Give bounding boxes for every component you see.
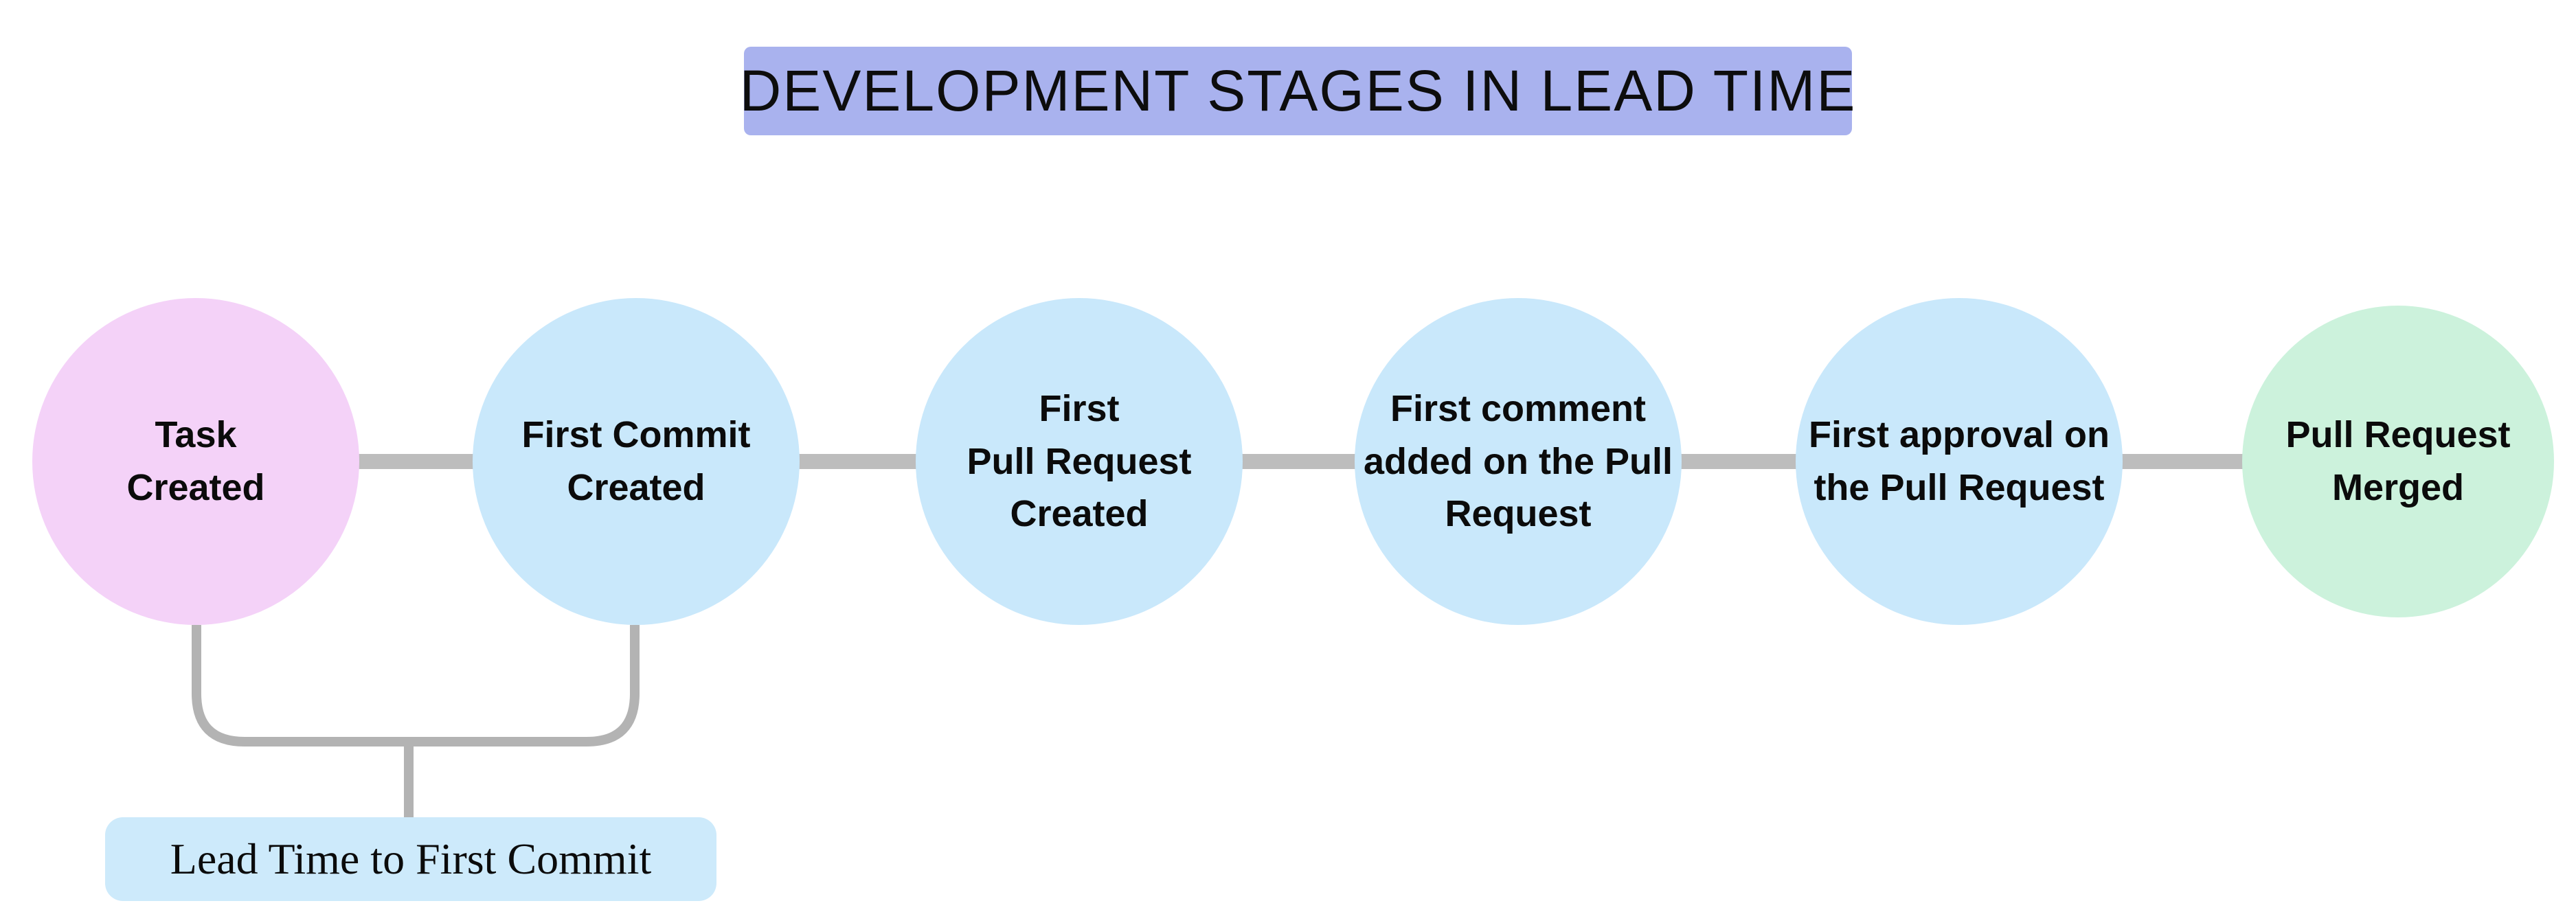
stage-node-pull-request-merged: Pull Request Merged xyxy=(2242,306,2554,617)
lead-time-bracket xyxy=(192,625,640,747)
stage-node-first-comment-added: First comment added on the Pull Request xyxy=(1355,298,1682,625)
lead-time-label: Lead Time to First Commit xyxy=(105,817,716,901)
stage-node-first-approval: First approval on the Pull Request xyxy=(1796,298,2123,625)
stage-node-first-pull-request-created: First Pull Request Created xyxy=(916,298,1243,625)
diagram-title: DEVELOPMENT STAGES IN LEAD TIME xyxy=(740,47,1855,135)
stage-node-first-commit-created: First Commit Created xyxy=(473,298,800,625)
stage-node-task-created: Task Created xyxy=(32,298,359,625)
